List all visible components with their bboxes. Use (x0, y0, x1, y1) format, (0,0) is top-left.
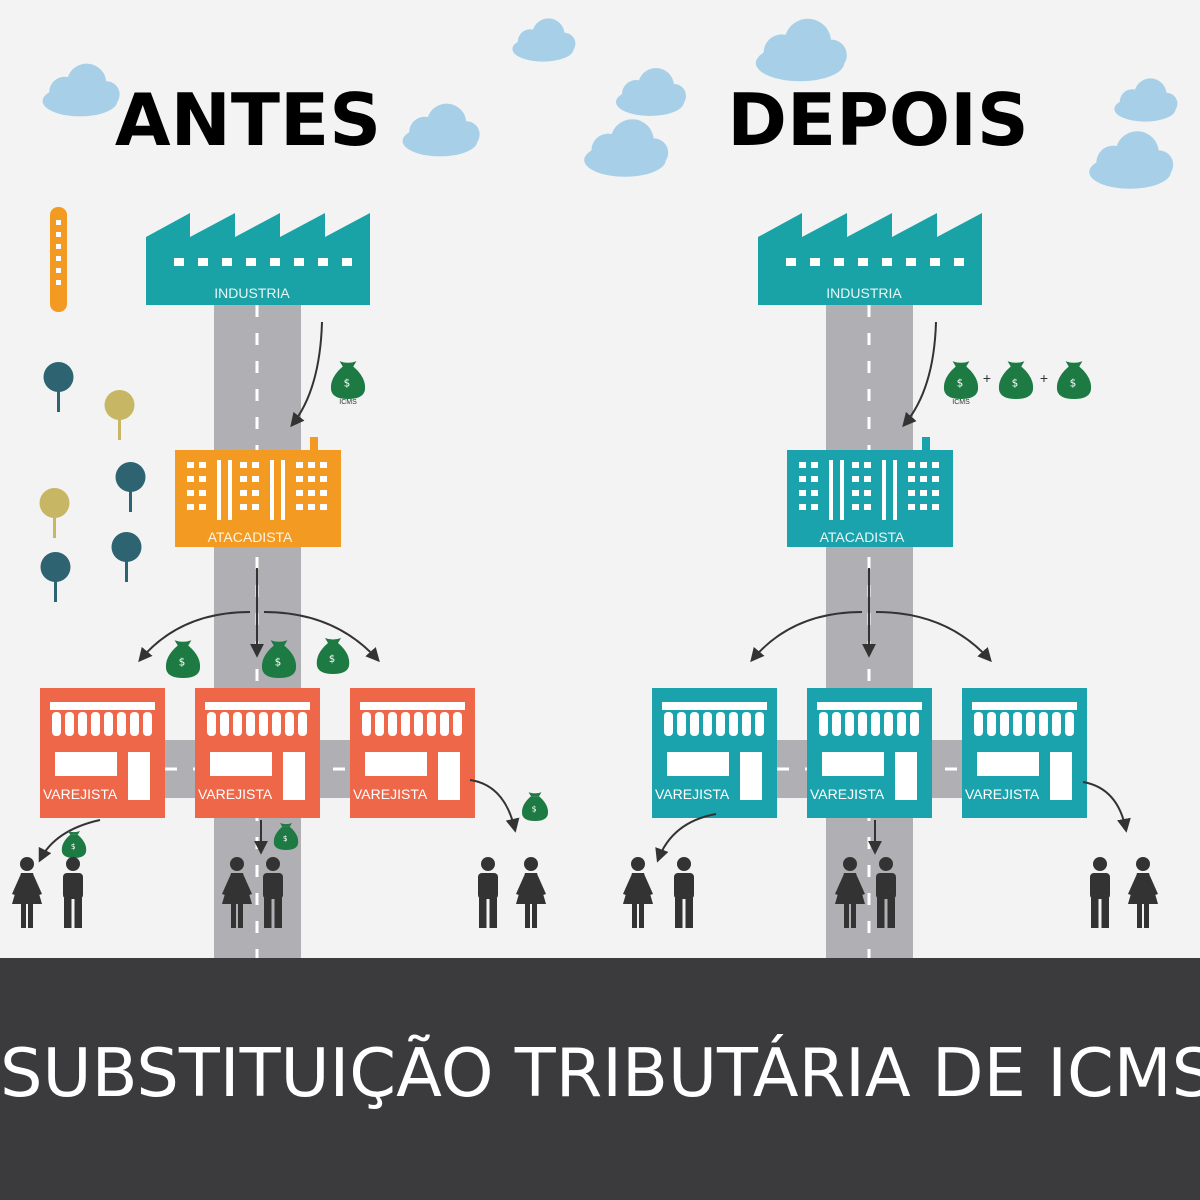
cloud-icon (616, 68, 686, 116)
arrow-icon (290, 321, 323, 428)
person-man-icon (674, 857, 694, 928)
store-details (662, 702, 1077, 800)
icms-label: ICMS (952, 399, 970, 406)
cloud-icon (402, 103, 480, 157)
cloud-icon (1089, 131, 1174, 189)
antes-panel: INDUSTRIA ICMS (12, 213, 549, 960)
tree-group (39, 362, 146, 602)
tree-icon (40, 552, 71, 602)
money-bag-icon (330, 361, 366, 399)
person-man-icon (1090, 857, 1110, 928)
wholesale-label: ATACADISTA (820, 529, 905, 545)
heading-depois: DEPOIS (727, 78, 1029, 162)
person-woman-icon (623, 857, 653, 928)
plus-sign: + (983, 370, 991, 386)
arrow-icon (38, 819, 101, 863)
cloud-icon (42, 63, 120, 117)
arrow-icon (138, 611, 251, 663)
person-woman-icon (12, 857, 42, 928)
arrow-icon (469, 779, 520, 833)
factory-icon (758, 213, 982, 305)
person-woman-icon (516, 857, 546, 928)
tree-icon (43, 362, 74, 412)
money-bag-icon (1056, 361, 1092, 399)
factory-icon (146, 213, 370, 305)
arrow-icon (655, 813, 717, 863)
footer-bar (0, 958, 1200, 1200)
plus-sign: + (1040, 370, 1048, 386)
store-label: VAREJISTA (965, 786, 1040, 802)
tree-icon (104, 390, 135, 440)
cloud-icon (755, 18, 847, 82)
factory-label: INDUSTRIA (214, 285, 290, 301)
store-label: VAREJISTA (655, 786, 730, 802)
person-woman-icon (1128, 857, 1158, 928)
arrow-icon (875, 611, 992, 663)
tree-icon (115, 462, 146, 512)
arrow-icon (750, 611, 863, 663)
wholesale-building-icon (787, 437, 953, 547)
heading-antes: ANTES (115, 78, 381, 162)
arrow-icon (1082, 781, 1131, 833)
icms-label: ICMS (339, 399, 357, 406)
money-bag-icon (61, 831, 87, 858)
cloud-icon (584, 119, 669, 177)
arrow-icon (263, 611, 380, 663)
street-pole-icon (50, 207, 67, 312)
store-label: VAREJISTA (353, 786, 428, 802)
store-label: VAREJISTA (198, 786, 273, 802)
tree-icon (111, 532, 142, 582)
store-label: VAREJISTA (43, 786, 118, 802)
factory-label: INDUSTRIA (826, 285, 902, 301)
store-details (50, 702, 465, 800)
footer-title: SUBSTITUIÇÃO TRIBUTÁRIA DE ICMS (0, 1034, 1200, 1112)
wholesale-building-icon (175, 437, 341, 547)
money-bag-icon (521, 792, 549, 821)
money-bag-icon (943, 361, 979, 399)
money-bag-icon (316, 638, 350, 674)
depois-panel: INDUSTRIA ICMS + + (623, 213, 1158, 960)
wholesale-label: ATACADISTA (208, 529, 293, 545)
arrow-icon (902, 321, 937, 428)
store-label: VAREJISTA (810, 786, 885, 802)
money-bag-icon (165, 640, 201, 678)
cloud-icon (1114, 78, 1178, 122)
person-man-icon (478, 857, 498, 928)
cloud-icon (512, 18, 576, 62)
person-man-icon (63, 857, 83, 928)
tree-icon (39, 488, 70, 538)
money-bag-icon (998, 361, 1034, 399)
